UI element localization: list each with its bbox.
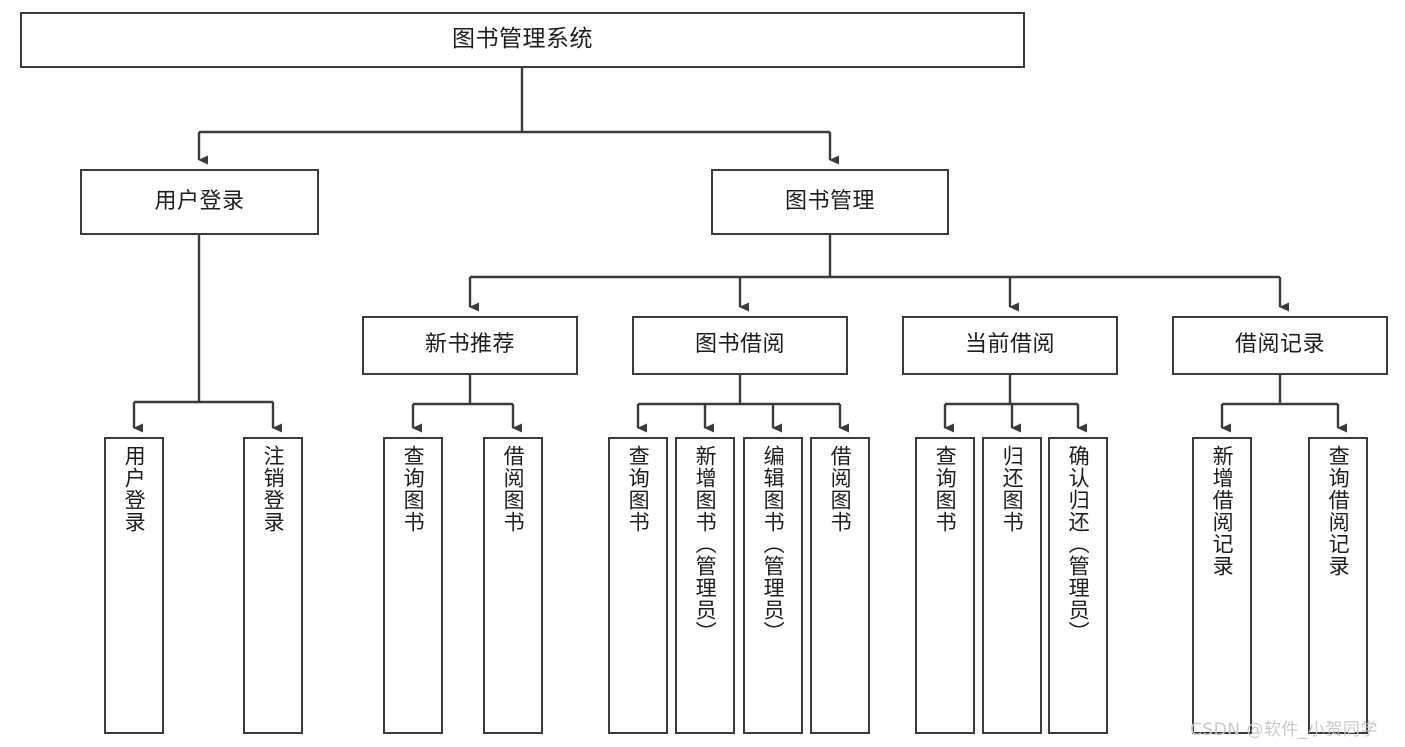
node-leaf-add-borrow-record[interactable]: 新增借阅记录: [1192, 437, 1252, 734]
node-leaf-user-login[interactable]: 用户登录: [104, 437, 164, 734]
node-label: 查询图书: [626, 445, 651, 533]
node-user-login[interactable]: 用户登录: [80, 169, 319, 235]
node-label: 图书管理系统: [452, 26, 593, 53]
node-book-borrow[interactable]: 图书借阅: [632, 316, 848, 375]
node-label: 归还图书: [1000, 445, 1025, 533]
node-borrow-record[interactable]: 借阅记录: [1172, 316, 1388, 375]
node-book-management[interactable]: 图书管理: [711, 169, 949, 235]
node-label: 图书管理: [784, 188, 875, 214]
node-leaf-confirm-return-admin[interactable]: 确认归还（管理员）: [1048, 437, 1108, 734]
csdn-watermark: CSDN @软件_小贺同学: [1190, 720, 1378, 740]
node-label: 当前借阅: [964, 332, 1055, 358]
node-leaf-add-book-admin[interactable]: 新增图书（管理员）: [675, 437, 735, 734]
node-current-borrow[interactable]: 当前借阅: [902, 316, 1118, 375]
node-leaf-return-book[interactable]: 归还图书: [982, 437, 1042, 734]
node-leaf-query-book-recommend[interactable]: 查询图书: [383, 437, 443, 734]
node-leaf-query-book-current[interactable]: 查询图书: [915, 437, 975, 734]
node-label: 图书借阅: [694, 332, 785, 358]
node-label: 借阅记录: [1234, 332, 1325, 358]
node-label: 用户登录: [122, 445, 147, 533]
node-leaf-logout-login[interactable]: 注销登录: [243, 437, 303, 734]
node-label: 新书推荐: [424, 332, 515, 358]
node-label: 新增借阅记录: [1210, 445, 1235, 577]
node-label: 查询借阅记录: [1326, 445, 1351, 577]
node-new-book-recommend[interactable]: 新书推荐: [362, 316, 578, 375]
node-leaf-query-book-borrow[interactable]: 查询图书: [608, 437, 668, 734]
node-label: 编辑图书（管理员）: [761, 445, 786, 643]
node-root-book-management-system[interactable]: 图书管理系统: [20, 12, 1025, 68]
node-leaf-edit-book-admin[interactable]: 编辑图书（管理员）: [743, 437, 803, 734]
node-leaf-borrow-book-recommend[interactable]: 借阅图书: [483, 437, 543, 734]
node-label: 借阅图书: [828, 445, 853, 533]
node-label: 借阅图书: [501, 445, 526, 533]
node-label: 新增图书（管理员）: [693, 445, 718, 643]
node-leaf-borrow-book[interactable]: 借阅图书: [810, 437, 870, 734]
node-label: 确认归还（管理员）: [1066, 445, 1091, 643]
node-leaf-query-borrow-record[interactable]: 查询借阅记录: [1308, 437, 1368, 734]
node-label: 查询图书: [933, 445, 958, 533]
node-label: 注销登录: [261, 445, 286, 533]
node-label: 用户登录: [154, 188, 245, 214]
node-label: 查询图书: [401, 445, 426, 533]
